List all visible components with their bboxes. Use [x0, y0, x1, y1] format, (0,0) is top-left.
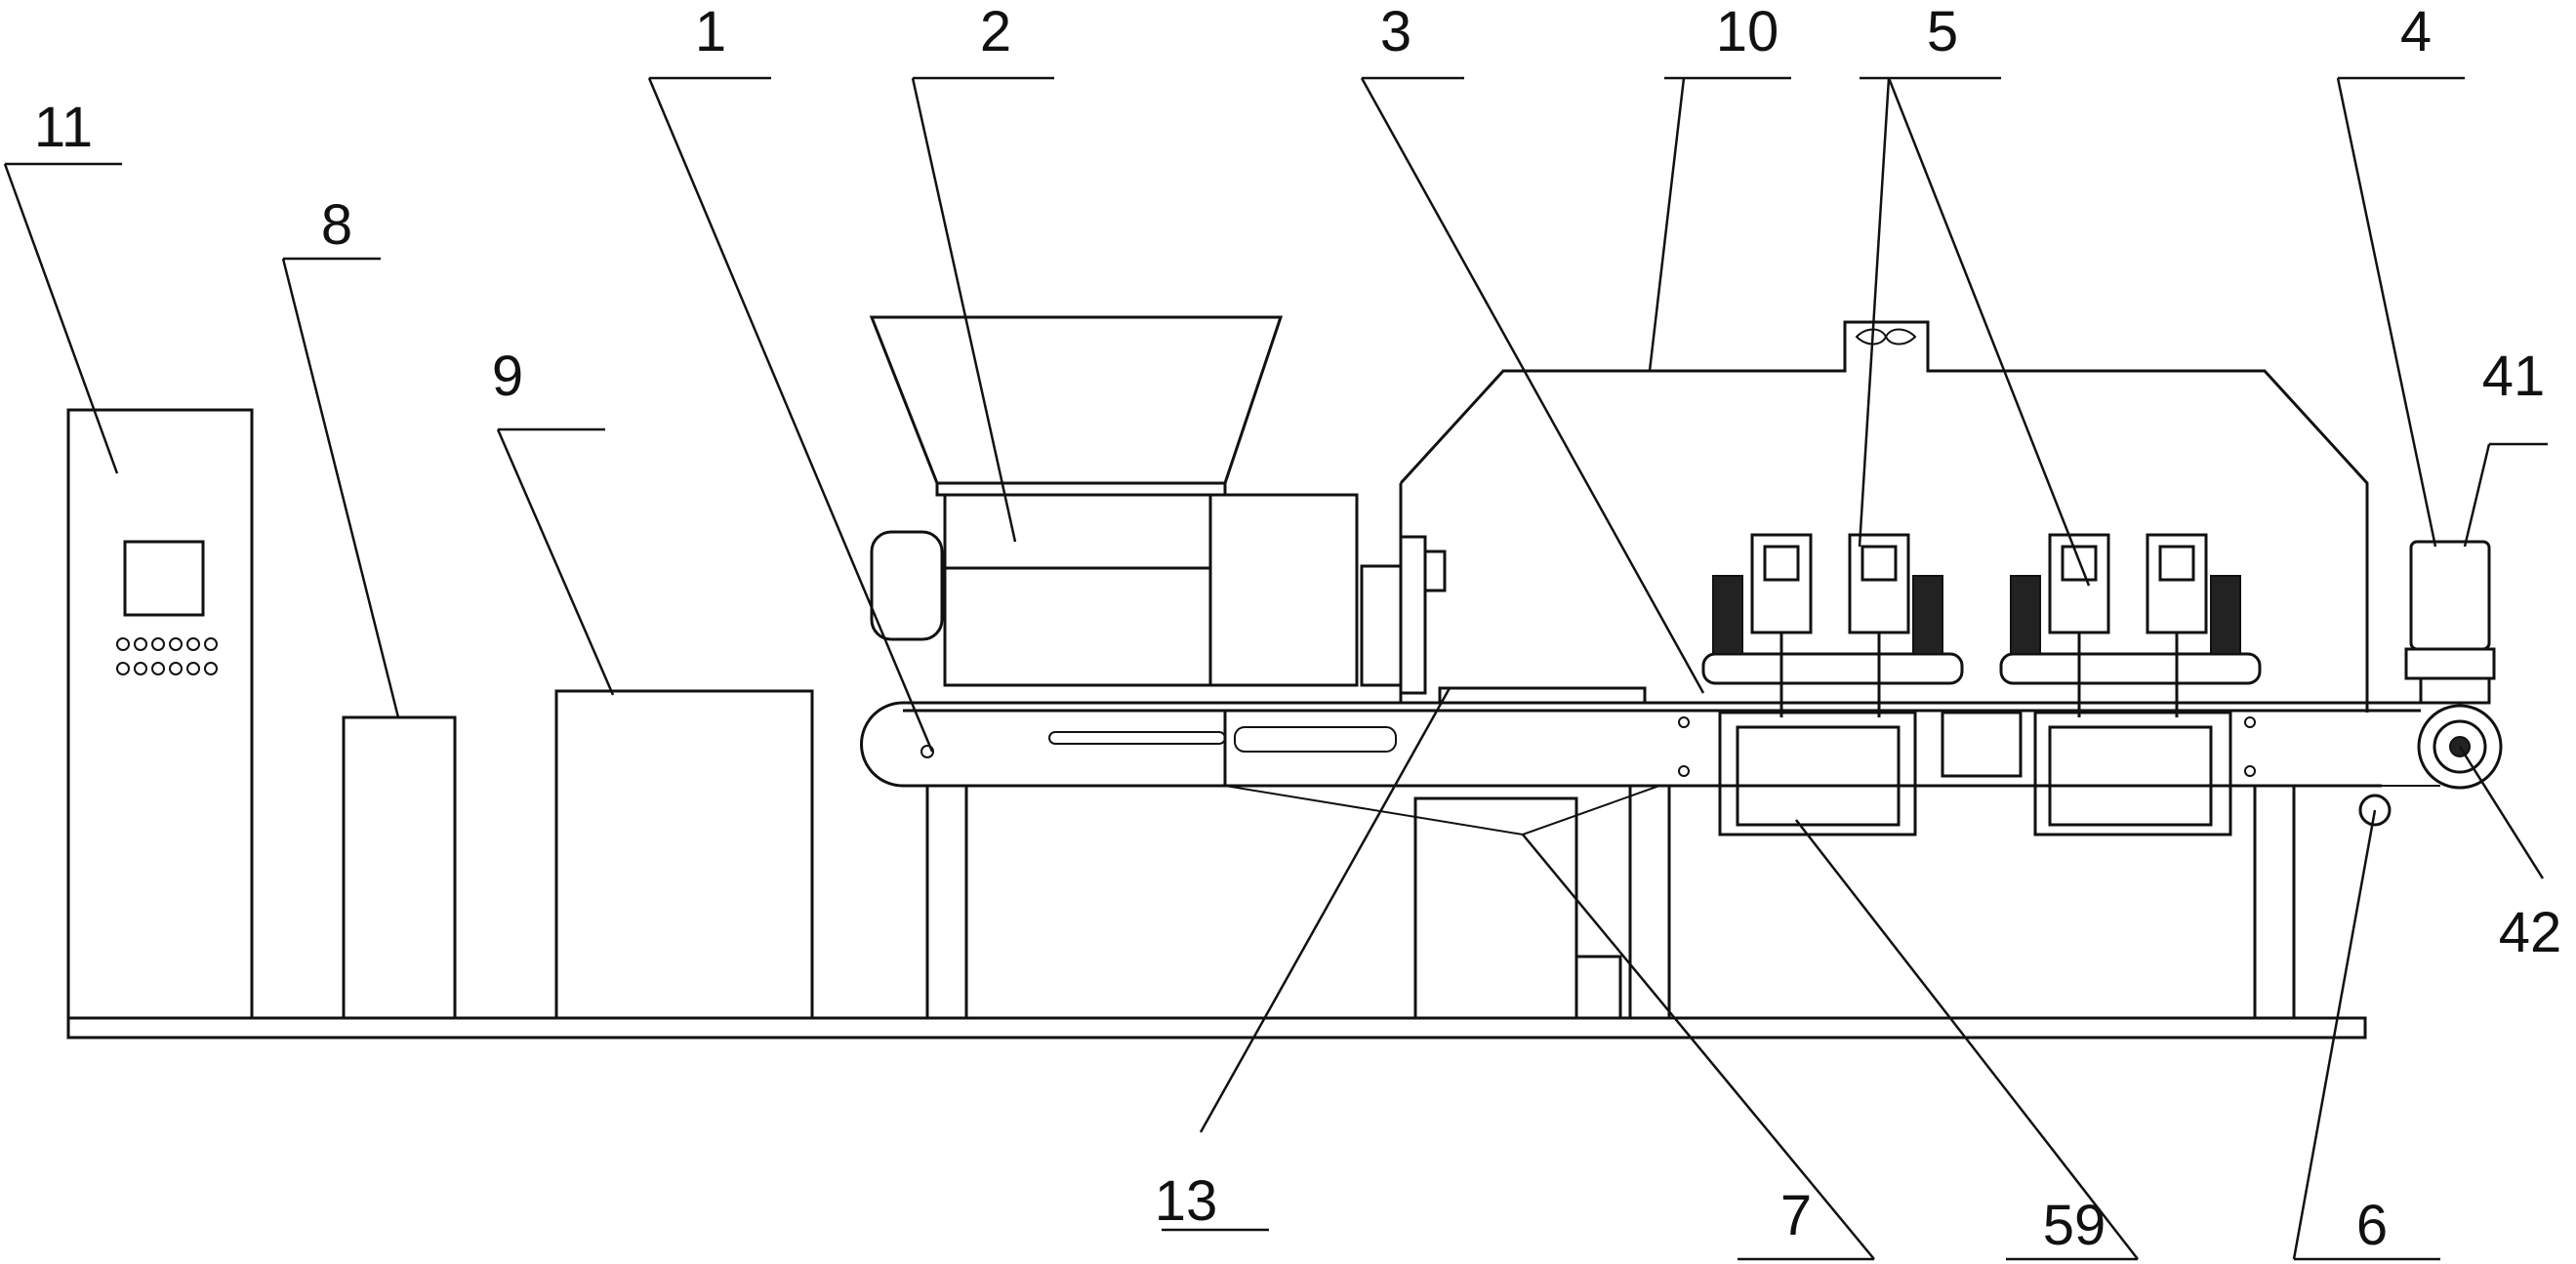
conveyor	[860, 686, 2421, 836]
label-9: 9	[492, 345, 523, 408]
label-41: 41	[2482, 345, 2546, 408]
feed-hopper	[869, 315, 1447, 695]
label-59: 59	[2043, 1194, 2106, 1257]
label-8: 8	[321, 193, 352, 257]
base-plate	[66, 1016, 2367, 1040]
label-3: 3	[1380, 0, 1411, 63]
label-6: 6	[2356, 1194, 2388, 1257]
cutter-assembly-right	[1999, 533, 2262, 717]
box-9	[554, 689, 814, 1020]
label-1: 1	[695, 0, 726, 63]
hopper-motor	[870, 530, 944, 641]
label-13: 13	[1155, 1169, 1218, 1233]
label-5: 5	[1927, 0, 1958, 63]
drive-unit	[2358, 540, 2503, 827]
hood	[1399, 320, 2369, 713]
leader-lines	[3, 76, 2548, 1261]
support-legs	[925, 784, 2296, 1020]
cabinet-screen	[123, 540, 205, 617]
label-11: 11	[34, 96, 93, 159]
cabinet-buttons	[116, 637, 218, 675]
label-7: 7	[1780, 1184, 1812, 1247]
label-10: 10	[1716, 0, 1779, 63]
label-4: 4	[2400, 0, 2432, 63]
frames	[1718, 711, 2232, 836]
cutter-assembly-left	[1701, 533, 1964, 717]
box-8	[342, 715, 457, 1020]
label-42: 42	[2499, 901, 2562, 964]
label-2: 2	[980, 0, 1011, 63]
fan-symbol	[1855, 328, 1917, 346]
control-cabinet	[66, 408, 254, 1020]
